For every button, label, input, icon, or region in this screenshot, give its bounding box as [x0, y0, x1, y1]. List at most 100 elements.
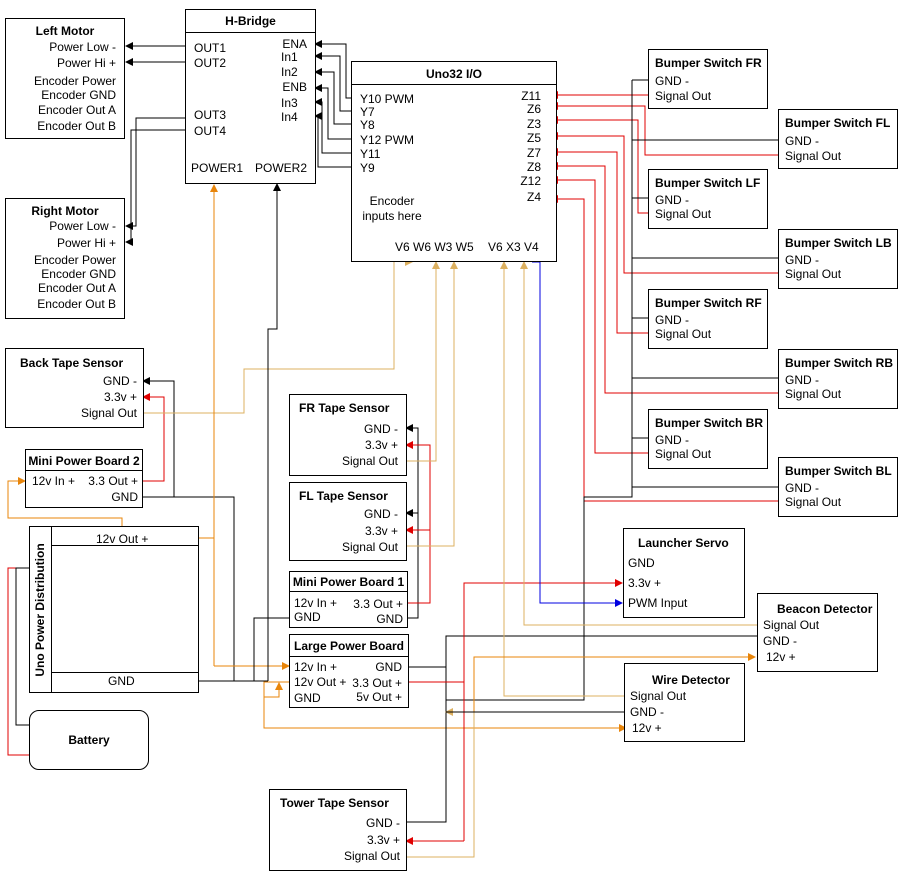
mini-pb2-3v3-out: 3.3 Out +: [88, 474, 138, 488]
tower-tape-pin: 3.3v +: [366, 833, 400, 847]
uno32-z-pin: Z8: [526, 160, 541, 174]
uno32-bottom-right-pins: V6 X3 V4: [488, 240, 539, 254]
beacon-box: Beacon Detector Signal Out GND - 12v +: [757, 593, 878, 672]
uno-pd-title: Uno Power Distribution: [33, 543, 47, 677]
launcher-servo-pin: 3.3v +: [628, 576, 662, 590]
wire-bumper-rb: [550, 162, 783, 394]
right-motor-pin: Encoder Out A: [37, 281, 116, 295]
bumper-bl-box: Bumper Switch BL GND - Signal Out: [778, 457, 898, 517]
mini-pb2-box: Mini Power Board 2 12v In + 3.3 Out + GN…: [25, 449, 143, 508]
wire-beacon-12v: [473, 653, 756, 712]
beacon-pin: Signal Out: [763, 618, 820, 632]
right-motor-title: Right Motor: [31, 204, 99, 218]
fl-tape-pin: 3.3v +: [364, 524, 398, 538]
wire-wire-sig: [500, 261, 626, 697]
beacon-pin: 12v +: [766, 650, 796, 664]
bumper-fl-box: Bumper Switch FL GND - Signal Out: [778, 109, 898, 169]
bumper-rf-gnd: GND -: [655, 313, 689, 327]
wire-beacon-sig: [520, 261, 757, 626]
hbridge-pin: In3: [281, 96, 298, 110]
launcher-servo-pin: PWM Input: [628, 596, 688, 610]
bumper-rb-gnd: GND -: [785, 373, 819, 387]
left-motor-pin: Power Low -: [49, 40, 116, 54]
large-pb-title: Large Power Board: [293, 639, 405, 653]
wire-enb: [314, 84, 358, 140]
hbridge-power1: POWER1: [191, 161, 244, 175]
bumper-fr-box: Bumper Switch FR GND - Signal Out: [648, 49, 768, 109]
wire-detector-pin: Signal Out: [630, 689, 687, 703]
bumper-fr-sig: Signal Out: [655, 89, 712, 103]
bumper-rb-sig: Signal Out: [785, 387, 842, 401]
battery-title: Battery: [68, 733, 110, 747]
uno32-encoder-note: Encoder: [369, 194, 415, 208]
hbridge-pin: OUT3: [194, 108, 227, 122]
left-motor-pin: Encoder Out A: [37, 103, 116, 117]
wire-back-tape-sig: [143, 262, 395, 414]
right-motor-pin: Power Hi +: [56, 236, 116, 250]
bumper-lf-box: Bumper Switch LF GND - Signal Out: [648, 169, 768, 229]
wire-3v3-bus: [408, 579, 623, 683]
wire-mpb1-gnd-link: [253, 617, 289, 681]
wire-detector-pin: 12v +: [632, 721, 662, 735]
back-tape-pin: GND -: [103, 374, 137, 388]
mini-pb1-box: Mini Power Board 1 12v In + GND 3.3 Out …: [289, 571, 408, 628]
beacon-pin: GND -: [763, 634, 797, 648]
launcher-servo-box: Launcher Servo GND 3.3v + PWM Input: [623, 528, 745, 618]
launcher-servo-pin: GND: [628, 556, 655, 570]
mini-pb2-title: Mini Power Board 2: [28, 454, 140, 468]
wire-in4: [314, 112, 358, 168]
fl-tape-pin: GND -: [364, 507, 398, 521]
wire-out4: [125, 129, 196, 246]
fr-tape-pin: GND -: [364, 422, 398, 436]
right-motor-box: Right Motor Power Low - Power Hi + Encod…: [5, 198, 125, 319]
bumper-lb-gnd: GND -: [785, 253, 819, 267]
large-pb-right-pin: 5v Out +: [356, 690, 402, 704]
wire-pwm: [532, 261, 623, 607]
hbridge-title: H-Bridge: [225, 14, 276, 28]
wire-in3: [314, 98, 358, 154]
hbridge-pin: OUT4: [194, 124, 227, 138]
wire-bumper-lf: [550, 116, 653, 214]
wire-detector-pin: GND -: [630, 705, 664, 719]
bumper-rb-box: Bumper Switch RB GND - Signal Out: [778, 349, 898, 409]
large-pb-box: Large Power Board 12v In + 12v Out + GND…: [289, 634, 409, 708]
bumper-fr-title: Bumper Switch FR: [655, 56, 762, 70]
bumper-bl-sig: Signal Out: [785, 495, 842, 509]
large-pb-right-pin: 3.3 Out +: [352, 676, 402, 690]
mini-pb1-gnd-left: GND: [294, 610, 321, 624]
right-motor-pin: Power Low -: [49, 219, 116, 233]
bumper-rf-box: Bumper Switch RF GND - Signal Out: [648, 289, 768, 349]
wire-back-tape-gnd: [142, 377, 175, 497]
uno32-y-pin: Y8: [360, 118, 375, 132]
hbridge-pin: In4: [281, 110, 298, 124]
bumper-fl-gnd: GND -: [785, 134, 819, 148]
wire-gnd-main: [446, 488, 633, 701]
wire-bumper-bl: [550, 195, 783, 502]
bumper-rb-title: Bumper Switch RB: [785, 356, 894, 370]
bumper-lb-title: Bumper Switch LB: [785, 236, 892, 250]
uno32-z-pin: Z7: [526, 146, 541, 160]
bumper-bl-title: Bumper Switch BL: [785, 464, 892, 478]
bumper-br-gnd: GND -: [655, 433, 689, 447]
hbridge-pin: OUT2: [194, 56, 227, 70]
wire-bumper-fl: [550, 102, 783, 156]
large-pb-left-pin: GND: [294, 691, 321, 705]
hbridge-pin: ENA: [282, 37, 307, 51]
mini-pb1-3v3-out: 3.3 Out +: [353, 597, 403, 611]
wire-fr-tape-sig: [406, 261, 440, 462]
hbridge-box: H-Bridge OUT1 OUT2 OUT3 OUT4 ENA In1 In2…: [185, 9, 316, 184]
left-motor-title: Left Motor: [35, 24, 95, 38]
bumper-lf-sig: Signal Out: [655, 207, 712, 221]
bumper-bl-gnd: GND -: [785, 481, 819, 495]
bumper-rf-sig: Signal Out: [655, 327, 712, 341]
wire-detector-title: Wire Detector: [652, 673, 730, 687]
fr-tape-box: FR Tape Sensor GND - 3.3v + Signal Out: [289, 394, 407, 476]
right-motor-pin: Encoder GND: [41, 267, 116, 281]
battery-box: Battery: [29, 710, 149, 770]
large-pb-right-pin: GND: [375, 660, 402, 674]
bumper-fl-sig: Signal Out: [785, 149, 842, 163]
uno32-bottom-left-pins: V6 W6 W3 W5: [395, 240, 474, 254]
hbridge-power2: POWER2: [255, 161, 308, 175]
